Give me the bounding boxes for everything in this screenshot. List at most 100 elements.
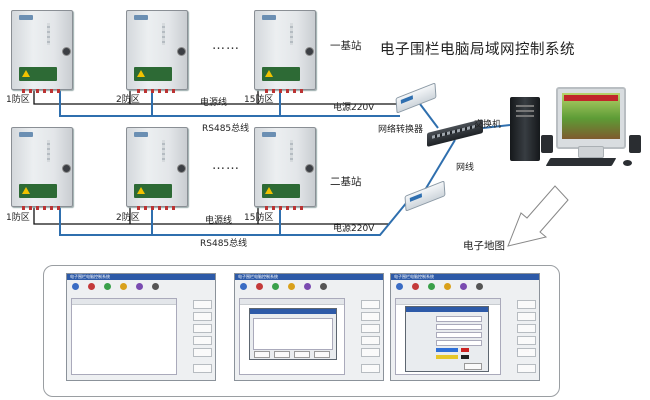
nameplate <box>19 67 57 81</box>
terminal-ports <box>137 206 179 210</box>
monitor-screen <box>562 93 620 139</box>
dialog-titlebar <box>250 309 336 314</box>
dialog-button[interactable] <box>294 351 310 358</box>
bus-wire-1 <box>59 88 400 117</box>
side-field[interactable] <box>361 300 380 309</box>
led-strip <box>47 23 50 45</box>
bus-wire-2 <box>59 195 413 236</box>
color-swatch[interactable] <box>436 355 458 359</box>
alarm-icon[interactable] <box>444 283 451 290</box>
table-header <box>396 299 500 305</box>
side-field[interactable] <box>361 312 380 321</box>
alarm-icon[interactable] <box>120 283 127 290</box>
warning-icon <box>137 187 145 194</box>
net-cable-1 <box>419 103 439 129</box>
badge-icon <box>262 15 276 20</box>
terminal-ports <box>265 89 307 93</box>
side-field[interactable] <box>193 300 212 309</box>
zone-label: 2防区 <box>116 213 140 223</box>
power-220-label: 电源220V <box>333 103 375 113</box>
side-field[interactable] <box>193 336 212 345</box>
side-field[interactable] <box>517 348 536 357</box>
power-220-label: 电源220V <box>333 224 375 234</box>
dialog-field[interactable] <box>436 340 482 346</box>
settings-icon[interactable] <box>304 283 311 290</box>
disarm-icon[interactable] <box>88 283 95 290</box>
zone-label: 15防区 <box>244 213 274 223</box>
arm-icon[interactable] <box>396 283 403 290</box>
zone-label: 1防区 <box>6 95 30 105</box>
nameplate <box>262 184 300 198</box>
mouse-icon <box>623 160 632 166</box>
side-field[interactable] <box>193 348 212 357</box>
settings-icon[interactable] <box>460 283 467 290</box>
side-field[interactable] <box>517 324 536 333</box>
alarm-icon[interactable] <box>288 283 295 290</box>
side-button[interactable] <box>361 364 380 373</box>
side-field[interactable] <box>517 336 536 345</box>
table-header <box>240 299 344 305</box>
arm-icon[interactable] <box>72 283 79 290</box>
station-1-label: 一基站 <box>330 40 362 52</box>
led-strip <box>47 140 50 162</box>
software-window-2: 电子围栏电脑控制系统 <box>234 273 384 381</box>
fence-controller-2-2 <box>126 127 188 210</box>
fence-controller-1-1 <box>11 10 73 93</box>
arm-icon[interactable] <box>240 283 247 290</box>
zone-label: 2防区 <box>116 95 140 105</box>
dialog-button[interactable] <box>254 351 270 358</box>
keyboard <box>545 158 617 166</box>
net-cable-2 <box>424 139 456 191</box>
dialog-titlebar <box>406 307 488 312</box>
color-swatch[interactable] <box>461 355 469 359</box>
disarm-icon[interactable] <box>256 283 263 290</box>
dialog-button[interactable] <box>314 351 330 358</box>
fence-controller-2-1 <box>11 127 73 210</box>
terminal-ports <box>265 206 307 210</box>
toolbar <box>394 283 536 295</box>
side-field[interactable] <box>517 312 536 321</box>
dialog-field[interactable] <box>436 316 482 322</box>
side-field[interactable] <box>361 324 380 333</box>
color-swatch[interactable] <box>461 348 469 352</box>
table-header <box>72 299 176 305</box>
exit-icon[interactable] <box>320 283 327 290</box>
dialog-field[interactable] <box>436 332 482 338</box>
disarm-icon[interactable] <box>412 283 419 290</box>
bypass-icon[interactable] <box>272 283 279 290</box>
dialog-field[interactable] <box>436 324 482 330</box>
monitor-stand <box>578 146 604 158</box>
bypass-icon[interactable] <box>428 283 435 290</box>
led-strip <box>290 23 293 45</box>
bus-label: RS485总线 <box>202 124 250 134</box>
side-field[interactable] <box>517 300 536 309</box>
dialog-button[interactable] <box>274 351 290 358</box>
zone-table <box>71 298 177 375</box>
side-field[interactable] <box>361 348 380 357</box>
side-field[interactable] <box>193 312 212 321</box>
warning-icon <box>22 187 30 194</box>
bypass-icon[interactable] <box>104 283 111 290</box>
side-field[interactable] <box>361 336 380 345</box>
side-field[interactable] <box>193 324 212 333</box>
side-button[interactable] <box>193 364 212 373</box>
exit-icon[interactable] <box>152 283 159 290</box>
color-swatch[interactable] <box>436 348 458 352</box>
dialog-button[interactable] <box>464 363 482 370</box>
nameplate <box>19 184 57 198</box>
side-button[interactable] <box>517 364 536 373</box>
zone-label: 15防区 <box>244 95 274 105</box>
badge-icon <box>262 132 276 137</box>
software-window-1: 电子围栏电脑控制系统 <box>66 273 216 381</box>
fence-controller-1-3 <box>254 10 316 93</box>
nameplate <box>262 67 300 81</box>
settings-icon[interactable] <box>136 283 143 290</box>
side-controls <box>347 298 380 376</box>
exit-icon[interactable] <box>476 283 483 290</box>
key-lock-icon <box>177 164 186 173</box>
power-wire-2 <box>33 205 390 225</box>
toolbar <box>238 283 380 295</box>
window-titlebar: 电子围栏电脑控制系统 <box>235 274 383 280</box>
ellipsis-1: …… <box>212 38 240 53</box>
power-line-label: 电源线 <box>200 98 228 108</box>
